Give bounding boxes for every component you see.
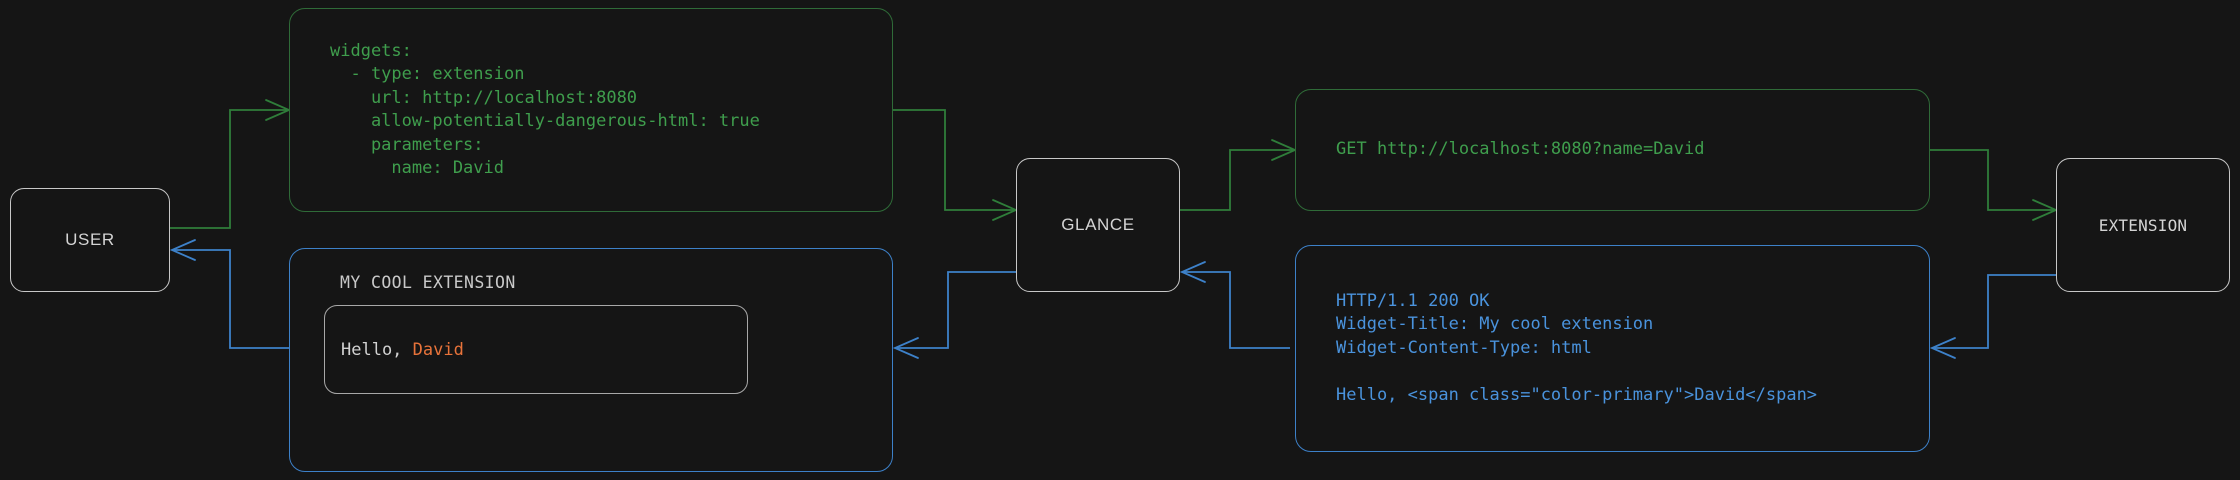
rendered-widget-body: Hello, David xyxy=(325,340,464,360)
node-user[interactable]: USER xyxy=(10,188,170,292)
rendered-widget-box[interactable]: MY COOL EXTENSION Hello, David xyxy=(289,248,893,472)
edge-request-to-extension xyxy=(1930,149,2059,221)
edge-extension-to-response xyxy=(1929,274,2056,359)
widget-greeting-text: Hello, xyxy=(341,339,413,360)
http-request-box[interactable]: GET http://localhost:8080?name=David xyxy=(1295,89,1930,211)
http-response-text: HTTP/1.1 200 OK Widget-Title: My cool ex… xyxy=(1336,290,1818,405)
edge-glance-to-request xyxy=(1180,139,1298,211)
config-yaml-box[interactable]: widgets: - type: extension url: http://l… xyxy=(289,8,893,212)
http-request-text: GET http://localhost:8080?name=David xyxy=(1336,139,1705,160)
node-extension[interactable]: EXTENSION xyxy=(2056,158,2230,292)
edge-glance-to-widget xyxy=(892,271,1016,359)
edge-config-to-glance xyxy=(893,109,1019,221)
rendered-widget-title: MY COOL EXTENSION xyxy=(340,273,516,292)
edge-widget-to-user xyxy=(169,239,290,349)
widget-name-accent: David xyxy=(412,339,464,360)
http-response-box[interactable]: HTTP/1.1 200 OK Widget-Title: My cool ex… xyxy=(1295,245,1930,452)
edge-user-to-config xyxy=(170,99,292,229)
config-yaml-text: widgets: - type: extension url: http://l… xyxy=(330,40,760,179)
node-glance[interactable]: GLANCE xyxy=(1016,158,1180,292)
rendered-widget-content-frame: Hello, David xyxy=(324,305,748,394)
node-extension-label: EXTENSION xyxy=(2098,215,2188,235)
node-user-label: USER xyxy=(65,230,115,249)
edge-response-to-glance xyxy=(1179,261,1290,349)
node-glance-label: GLANCE xyxy=(1061,215,1135,234)
